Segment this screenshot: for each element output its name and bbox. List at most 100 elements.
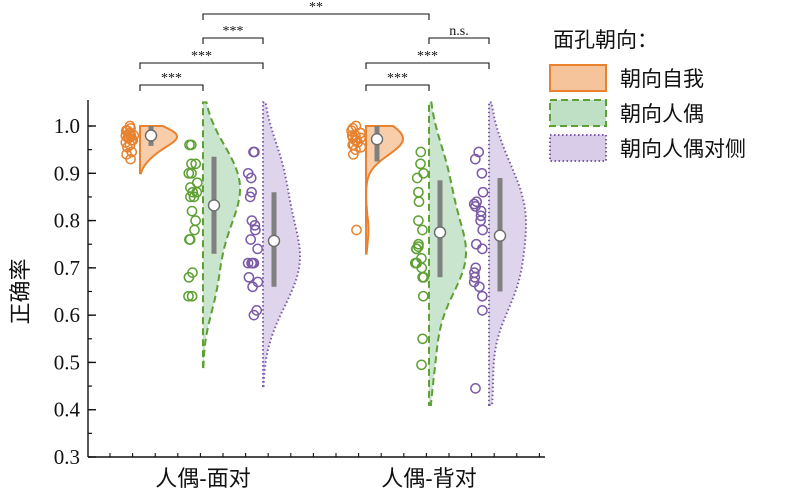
significance-label: ** [309,0,323,15]
data-point [184,139,195,151]
data-point [186,290,198,302]
data-point [247,257,258,269]
significance-bracket [365,84,430,91]
data-point [411,243,422,255]
significance-label: *** [223,24,244,39]
plot-area [120,101,528,407]
data-point [184,234,196,245]
data-point [252,243,263,255]
data-point [413,241,424,252]
data-point [247,281,258,293]
data-point [417,224,428,236]
cloud-0-0 [120,120,178,175]
data-point [183,271,195,283]
data-point [186,205,198,217]
significance-brackets: ***************n.s.** [139,0,490,91]
data-point [244,191,256,203]
data-point [125,153,136,165]
legend-swatch [549,64,607,92]
cloud-2-0 [242,101,301,388]
data-point [476,290,488,302]
data-point [477,224,489,236]
mean-marker [144,129,158,142]
significance-bracket [139,62,264,69]
data-point [183,167,195,179]
cloud-1-1 [409,101,468,407]
mean-marker [207,199,221,212]
data-point [476,167,488,179]
axes: 0.30.40.50.60.70.80.91.0人偶-面对人偶-背对正确率 [9,100,545,492]
legend-entry-label: 朝向人偶 [620,102,704,126]
y-tick-label: 0.3 [54,445,80,469]
data-point [413,186,424,198]
y-tick-label: 1.0 [54,114,80,138]
data-point [183,290,194,302]
data-point [248,146,259,158]
y-tick-label: 0.4 [54,398,81,422]
data-point [416,359,427,371]
mean-marker [493,229,507,242]
mean-marker [267,234,281,248]
y-tick-label: 0.7 [54,256,80,280]
data-point [350,144,361,155]
data-point [469,153,481,165]
cloud-2-1 [468,101,528,407]
legend-swatch [549,134,607,162]
significance-label: *** [387,71,408,86]
data-point [248,309,260,321]
data-point [189,224,200,236]
significance-bracket [365,62,490,69]
legend-entry-label: 朝向自我 [620,67,704,91]
data-point [185,191,196,203]
data-point [415,146,427,158]
y-tick-label: 0.8 [54,209,80,233]
legend-title: 面孔朝向： [553,28,658,52]
data-point [243,271,255,283]
data-point [477,305,488,316]
data-point [347,149,359,160]
y-tick-label: 0.6 [54,303,80,327]
density-cloud [365,125,405,255]
data-point [190,158,202,170]
data-point [471,196,482,208]
data-point [476,243,488,255]
data-point [190,215,201,226]
x-category-label: 人偶-面对 [155,467,250,492]
data-point [417,290,429,302]
data-point [188,191,200,203]
data-point [411,172,423,184]
significance-bracket [428,37,490,44]
data-point [470,383,481,394]
data-point [250,224,261,236]
data-point [124,139,136,151]
data-point [418,271,430,283]
data-point [417,333,428,345]
significance-label: *** [161,71,182,86]
density-cloud [428,101,468,407]
y-axis-title: 正确率 [9,258,34,324]
significance-bracket [202,37,264,44]
density-cloud [202,101,241,369]
data-point [474,281,485,293]
data-point [242,257,254,269]
data-point [415,158,426,170]
data-point [418,167,429,179]
data-point [245,234,257,245]
data-point [351,224,362,236]
data-point [355,141,367,153]
density-cloud [488,101,528,407]
significance-label: n.s. [449,24,468,39]
data-point [469,271,481,283]
data-point [245,172,257,184]
mean-marker [433,226,447,239]
cloud-1-0 [183,101,241,369]
y-tick-label: 0.9 [54,161,80,185]
data-point [126,146,138,158]
data-point [413,196,425,208]
significance-label: *** [417,49,438,64]
data-point [470,238,482,250]
y-tick-label: 0.5 [54,350,80,374]
density-cloud [262,101,301,388]
data-point [246,186,257,198]
